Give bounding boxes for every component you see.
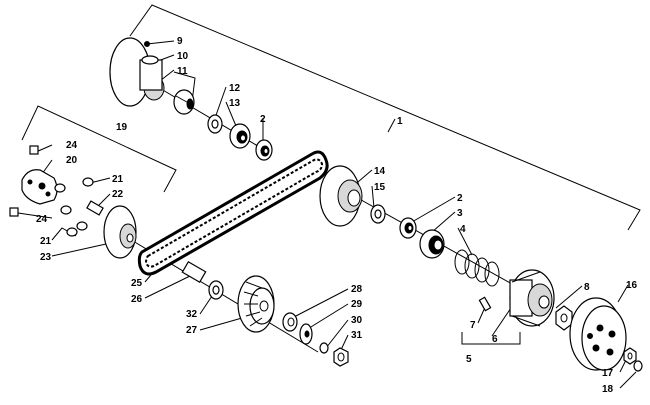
callout-3: 3 (457, 208, 463, 219)
spacer-22 (86, 200, 104, 216)
roller-weights-21 (54, 177, 94, 237)
callout-10: 10 (177, 51, 189, 62)
callout-2: 2 (260, 114, 266, 125)
drive-belt (137, 150, 329, 276)
callout-16: 16 (626, 280, 638, 291)
callout-8: 8 (584, 282, 590, 293)
callout-26: 26 (131, 294, 143, 305)
callout-24: 24 (36, 214, 48, 225)
fan-drive-face-27 (237, 275, 275, 333)
washer-32 (208, 280, 224, 300)
callout-17: 17 (602, 368, 614, 379)
callout-32: 32 (186, 309, 198, 320)
callout-7: 7 (470, 320, 476, 331)
callout-5: 5 (466, 354, 472, 365)
callout-29: 29 (351, 299, 363, 310)
callout-24: 24 (66, 140, 78, 151)
bearing-13 (229, 123, 251, 149)
callout-20: 20 (66, 155, 78, 166)
assembly-bracket-1 (129, 4, 641, 231)
gear-29 (282, 312, 298, 332)
callout-6: 6 (492, 334, 498, 345)
assembly-bracket-5 (461, 332, 521, 345)
callout-labels: 1 2 2 3 4 5 6 7 8 9 10 11 12 13 14 15 16… (36, 36, 638, 395)
callout-27: 27 (186, 325, 198, 336)
nut-17 (623, 347, 637, 365)
clutch-drum (569, 297, 627, 371)
callout-23: 23 (40, 252, 52, 263)
washer-30 (319, 342, 329, 354)
callout-14: 14 (374, 166, 386, 177)
callout-30: 30 (351, 315, 363, 326)
callout-22: 22 (112, 189, 124, 200)
callout-13: 13 (229, 98, 241, 109)
callout-15: 15 (374, 182, 386, 193)
callout-12: 12 (229, 83, 241, 94)
callout-21: 21 (40, 236, 52, 247)
callout-19: 19 (116, 122, 128, 133)
needle-bearing (173, 89, 195, 115)
callout-1: 1 (397, 116, 403, 127)
collar-3 (419, 229, 445, 259)
ramp-plate-20 (21, 169, 58, 205)
assembly-bracket-19 (21, 105, 177, 193)
leader-lines (17, 40, 637, 389)
kick-gear-28 (299, 323, 313, 345)
callout-9: 9 (177, 36, 183, 47)
callout-2: 2 (457, 193, 463, 204)
drive-face-sheave (109, 37, 165, 107)
callout-21: 21 (112, 174, 124, 185)
slider-24a (29, 145, 39, 155)
pin-7 (478, 296, 492, 312)
washer-12 (207, 114, 223, 134)
washer-18 (633, 360, 643, 372)
callout-4: 4 (460, 224, 466, 235)
collar-26 (181, 260, 207, 284)
spring-4 (454, 249, 500, 287)
callout-31: 31 (351, 330, 363, 341)
movable-drive-face-23 (103, 205, 137, 259)
clutch-assembly (509, 269, 555, 327)
callout-28: 28 (351, 284, 363, 295)
callout-18: 18 (602, 384, 614, 395)
washer-15 (370, 204, 386, 224)
nut-8 (555, 305, 573, 331)
nut-31 (333, 347, 349, 367)
callout-25: 25 (131, 278, 143, 289)
slider-24b (9, 207, 19, 217)
bearing-2a (255, 139, 273, 161)
callout-11: 11 (177, 66, 188, 77)
driven-fixed-sheave (319, 165, 363, 227)
bearing-2b (399, 217, 417, 239)
